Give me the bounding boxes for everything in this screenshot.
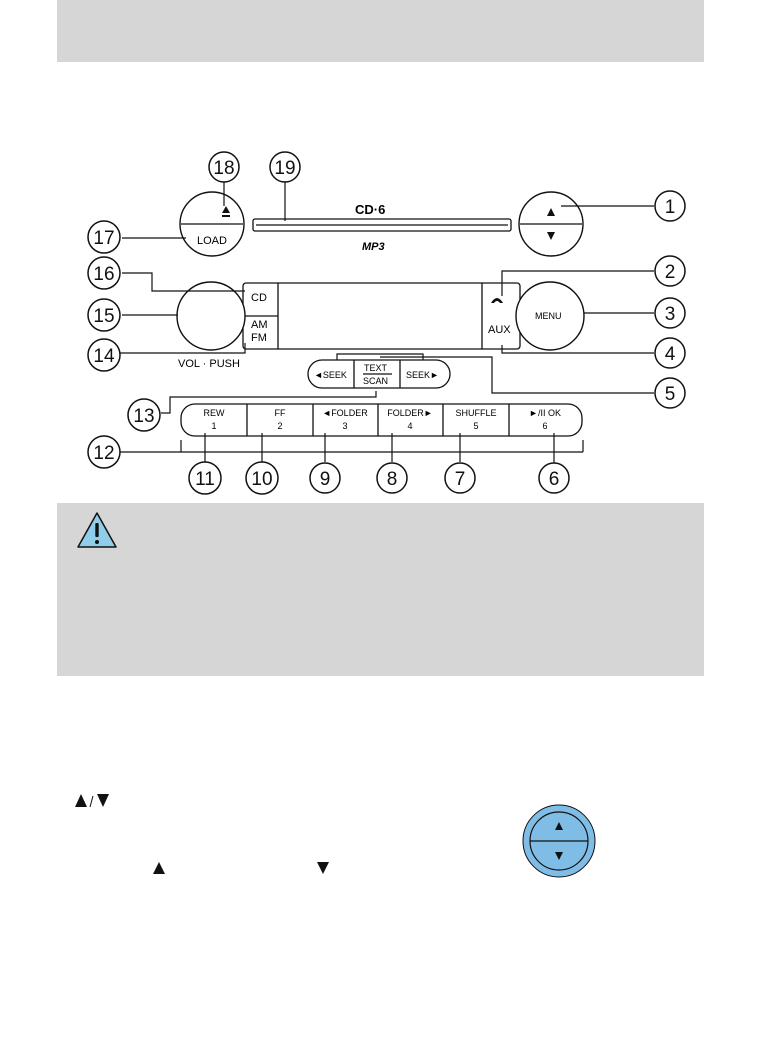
preset-5-num[interactable]: 5 — [473, 421, 478, 431]
cd-slot — [252, 218, 512, 232]
phone-handset-icon[interactable] — [491, 298, 503, 303]
up-down-arrows-icon — [75, 794, 109, 808]
svg-text:14: 14 — [93, 346, 115, 367]
preset-6-num[interactable]: 6 — [542, 421, 547, 431]
preset-labels: REW 1 FF 2 ◄FOLDER 3 FOLDER► 4 SHUFFLE 5… — [204, 408, 561, 431]
svg-text:13: 13 — [133, 406, 154, 427]
radio-control-diagram: CD·6 MP3 LOAD CD AM FM AUX VOL · PUSH ME… — [87, 151, 686, 495]
preset-1-num[interactable]: 1 — [211, 421, 216, 431]
svg-text:10: 10 — [251, 469, 272, 490]
callout-11: 11 — [188, 461, 222, 495]
svg-text:15: 15 — [93, 306, 114, 327]
leader-lines — [119, 179, 654, 463]
seek-scan-bar — [307, 359, 451, 389]
seek-left-button[interactable]: ◄SEEK — [314, 370, 347, 380]
svg-text:12: 12 — [93, 443, 114, 464]
svg-text:7: 7 — [455, 469, 466, 490]
slot-format-label: MP3 — [362, 241, 385, 253]
callout-8: 8 — [376, 462, 408, 494]
callout-14: 14 — [87, 338, 121, 372]
down-arrow-icon — [317, 862, 329, 874]
svg-text:8: 8 — [387, 469, 398, 490]
preset-2-name[interactable]: FF — [275, 408, 286, 418]
callout-10: 10 — [245, 461, 279, 495]
tune-down-arrow-icon — [547, 232, 555, 240]
slot-brand-label: CD·6 — [355, 202, 385, 217]
preset-4-name[interactable]: FOLDER► — [387, 408, 432, 418]
callouts: 18 19 1 17 2 16 3 15 14 4 5 13 12 11 10 … — [87, 151, 686, 495]
cd-button[interactable]: CD — [251, 292, 267, 304]
svg-text:11: 11 — [195, 469, 215, 490]
svg-text:3: 3 — [665, 304, 676, 325]
display-panel — [242, 282, 521, 350]
svg-text:16: 16 — [93, 264, 114, 285]
header-band — [57, 0, 704, 62]
callout-3: 3 — [654, 297, 686, 329]
callout-13: 13 — [127, 398, 161, 432]
load-button-label: LOAD — [197, 235, 227, 247]
callout-18: 18 — [208, 151, 240, 183]
callout-9: 9 — [309, 462, 341, 494]
svg-text:9: 9 — [320, 469, 331, 490]
preset-3-name[interactable]: ◄FOLDER — [322, 408, 368, 418]
preset-2-num[interactable]: 2 — [277, 421, 282, 431]
callout-6: 6 — [538, 462, 570, 494]
svg-text:5: 5 — [665, 384, 676, 405]
callout-2: 2 — [654, 255, 686, 287]
seek-right-button[interactable]: SEEK► — [406, 370, 439, 380]
preset-4-num[interactable]: 4 — [407, 421, 412, 431]
tune-up-arrow-icon — [547, 208, 555, 216]
aux-button[interactable]: AUX — [488, 324, 511, 336]
scan-button[interactable]: SCAN — [363, 376, 388, 386]
callout-12: 12 — [87, 435, 121, 469]
preset-6-name[interactable]: ►/II OK — [529, 408, 561, 418]
svg-text:19: 19 — [274, 158, 295, 179]
svg-text:17: 17 — [93, 228, 114, 249]
preset-1-name[interactable]: REW — [204, 408, 226, 418]
svg-text:2: 2 — [665, 262, 676, 283]
tune-knob[interactable] — [518, 191, 584, 257]
callout-4: 4 — [654, 337, 686, 369]
svg-text:1: 1 — [665, 197, 676, 218]
svg-text:18: 18 — [213, 158, 234, 179]
vol-push-label: VOL · PUSH — [178, 358, 240, 370]
callout-16: 16 — [87, 256, 121, 290]
eject-load-knob[interactable]: LOAD — [179, 191, 245, 257]
menu-knob[interactable] — [515, 281, 585, 351]
warning-triangle-icon — [77, 512, 117, 548]
callout-15: 15 — [87, 298, 121, 332]
callout-7: 7 — [444, 462, 476, 494]
am-button[interactable]: AM — [251, 319, 268, 331]
menu-button-label: MENU — [535, 311, 562, 321]
callout-5: 5 — [654, 377, 686, 409]
callout-17: 17 — [87, 220, 121, 254]
preset-5-name[interactable]: SHUFFLE — [455, 408, 496, 418]
svg-text:4: 4 — [665, 344, 676, 365]
fm-button[interactable]: FM — [251, 332, 267, 344]
warning-box — [57, 503, 704, 676]
preset-3-num[interactable]: 3 — [342, 421, 347, 431]
callout-19: 19 — [269, 151, 301, 183]
volume-knob[interactable] — [176, 281, 246, 351]
svg-text:6: 6 — [549, 469, 560, 490]
callout-1: 1 — [654, 190, 686, 222]
text-button[interactable]: TEXT — [364, 363, 388, 373]
eject-icon — [222, 206, 230, 217]
up-arrow-icon — [153, 862, 165, 874]
preset-bar — [180, 403, 583, 437]
tune-up-down-icon — [522, 804, 596, 878]
